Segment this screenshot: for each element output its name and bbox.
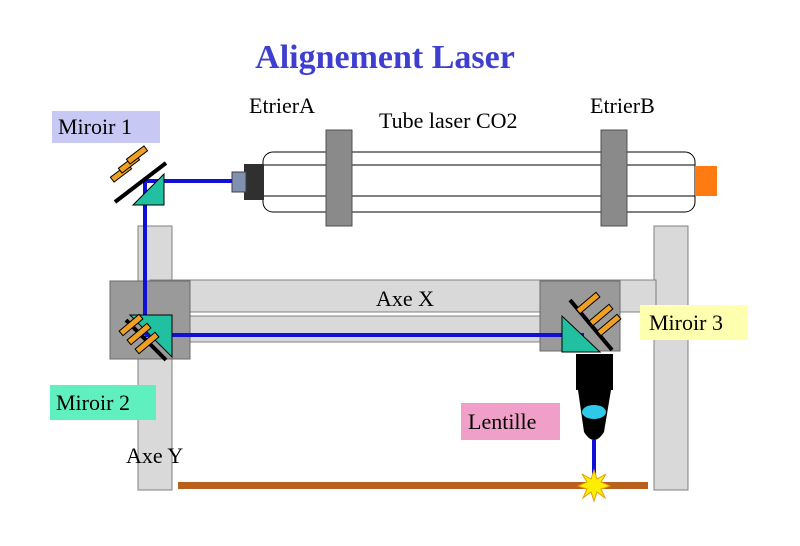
mirror-2-icon: [118, 313, 173, 362]
etrier-a-bracket: [325, 129, 353, 227]
miroir-1-label-bg: [52, 111, 160, 143]
mirror-3-icon: [561, 291, 622, 353]
tube-rear-cap: [695, 166, 717, 196]
work-table: [178, 482, 648, 489]
etrier-a-label: EtrierA: [249, 93, 315, 118]
y-axis-rail-right: [653, 225, 689, 491]
miroir-2-label: Miroir 2: [56, 390, 130, 415]
spark-icon: [576, 468, 612, 503]
mirror-1-icon: [109, 145, 168, 206]
laser-tube-icon: [231, 151, 717, 213]
lentille-label: Lentille: [468, 409, 536, 434]
etrier-b-label: EtrierB: [590, 93, 655, 118]
miroir-2-label-bg: [50, 385, 156, 420]
etrier-b-bracket: [600, 129, 628, 227]
diagram-title: Alignement Laser: [255, 39, 515, 76]
tube-output-end: [244, 164, 264, 200]
miroir-3-label: Miroir 3: [649, 310, 723, 335]
tube-output-window: [231, 171, 247, 193]
tube-laser-label: Tube laser CO2: [379, 108, 518, 133]
axe-y-label: Axe Y: [126, 443, 183, 468]
lentille-label-bg: [461, 403, 560, 440]
lens-icon: [576, 354, 613, 440]
x-axis-rail-bottom: [149, 315, 571, 343]
lens-element: [582, 405, 606, 419]
miroir-3-label-bg: [640, 305, 748, 340]
axe-x-label: Axe X: [376, 286, 434, 311]
miroir-1-label: Miroir 1: [58, 114, 132, 139]
